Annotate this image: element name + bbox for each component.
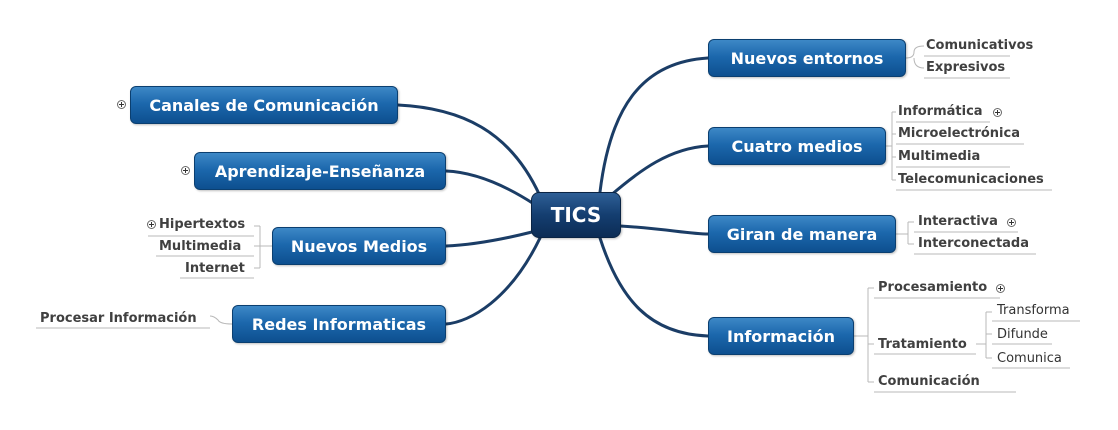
topic-label: Canales de Comunicación <box>149 95 379 115</box>
subtopic-hipertextos[interactable]: Hipertextos <box>159 217 246 232</box>
expand-icon[interactable] <box>993 108 1002 117</box>
topic-aprendizaje-ensenanza[interactable]: Aprendizaje-Enseñanza <box>194 152 446 190</box>
topic-informacion[interactable]: Información <box>708 317 854 355</box>
link-cuatro-medios <box>608 144 710 198</box>
topic-label: Redes Informaticas <box>251 314 427 334</box>
subtopic-internet[interactable]: Internet <box>185 261 245 276</box>
topic-redes-informaticas[interactable]: Redes Informaticas <box>232 305 446 343</box>
link-nuevos-entornos <box>598 56 710 194</box>
link-informacion <box>598 236 710 338</box>
expand-icon[interactable] <box>181 166 190 175</box>
subtopic-tratamiento[interactable]: Tratamiento <box>878 337 967 352</box>
subtopic-interconectada[interactable]: Interconectada <box>918 236 1030 251</box>
subtopic-telecomunicaciones[interactable]: Telecomunicaciones <box>898 172 1044 187</box>
expand-icon[interactable] <box>117 100 126 109</box>
expand-icon[interactable] <box>1007 218 1016 227</box>
topic-giran-de-manera[interactable]: Giran de manera <box>708 215 896 253</box>
link-giran-de-manera <box>618 224 710 236</box>
topic-nuevos-medios[interactable]: Nuevos Medios <box>272 227 446 265</box>
subtopic-comunicacion[interactable]: Comunicación <box>878 374 980 389</box>
topic-label: Cuatro medios <box>731 136 863 156</box>
topic-label: Información <box>726 326 835 346</box>
link-canales <box>396 103 542 198</box>
topic-label: Nuevos entornos <box>730 48 884 68</box>
subtopic-procesamiento[interactable]: Procesamiento <box>878 280 988 295</box>
central-topic-label: TICS <box>550 203 602 227</box>
link-redes <box>444 236 542 326</box>
subtopic-informatica[interactable]: Informática <box>898 104 983 119</box>
subtopic-comunica[interactable]: Comunica <box>997 351 1062 366</box>
subtopic-interactiva[interactable]: Interactiva <box>918 214 998 229</box>
subtopic-multimedia-left[interactable]: Multimedia <box>159 239 242 254</box>
subtopic-expresivos[interactable]: Expresivos <box>926 60 1006 75</box>
topic-cuatro-medios[interactable]: Cuatro medios <box>708 127 886 165</box>
subtopic-multimedia[interactable]: Multimedia <box>898 149 981 164</box>
topic-label: Giran de manera <box>726 224 878 244</box>
subtopic-comunicativos[interactable]: Comunicativos <box>926 38 1034 53</box>
topic-label: Aprendizaje-Enseñanza <box>214 161 426 181</box>
topic-canales-de-comunicacion[interactable]: Canales de Comunicación <box>130 86 398 124</box>
subtopic-transforma[interactable]: Transforma <box>997 303 1070 318</box>
subtopic-difunde[interactable]: Difunde <box>997 327 1048 342</box>
topic-nuevos-entornos[interactable]: Nuevos entornos <box>708 39 906 77</box>
link-aprendizaje <box>444 169 536 206</box>
subtopic-procesar-informacion[interactable]: Procesar Información <box>40 311 197 326</box>
subtopic-microelectronica[interactable]: Microelectrónica <box>898 126 1020 141</box>
central-topic[interactable]: TICS <box>531 192 621 238</box>
topic-label: Nuevos Medios <box>290 236 428 256</box>
expand-icon[interactable] <box>147 220 156 229</box>
link-nuevos-medios <box>444 230 534 248</box>
expand-icon[interactable] <box>996 284 1005 293</box>
